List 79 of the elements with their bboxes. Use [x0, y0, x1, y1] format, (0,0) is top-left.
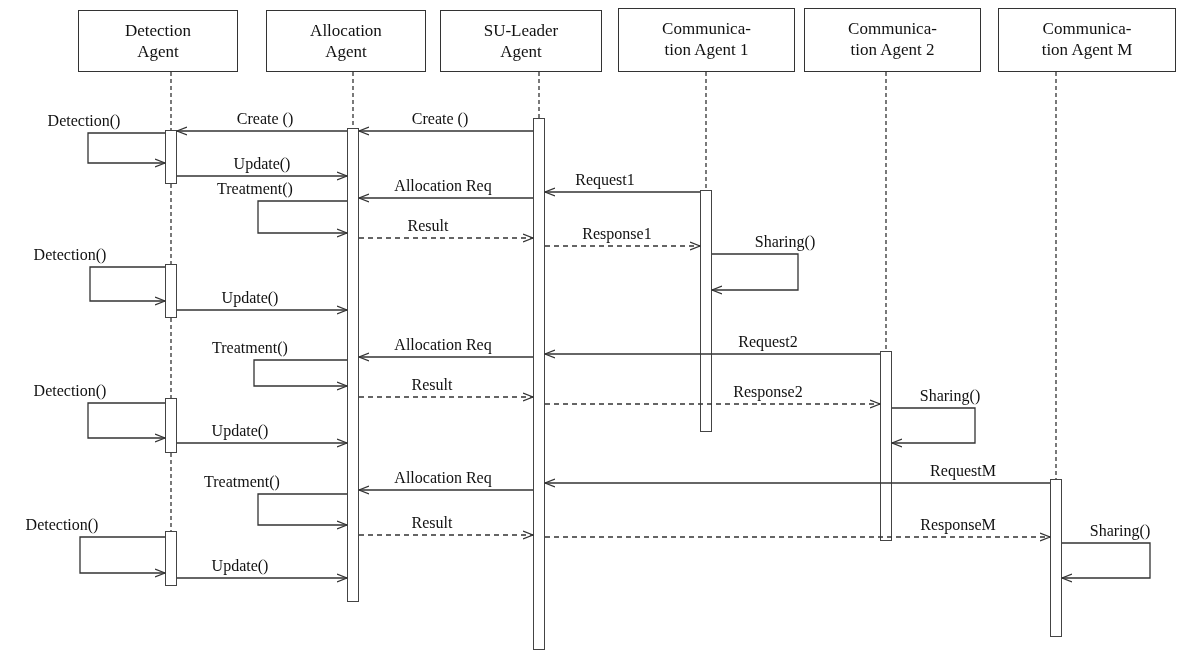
message-arrow [176, 573, 348, 583]
message-arrow [358, 233, 534, 243]
message-arrow [257, 200, 348, 238]
lifeline [1055, 71, 1057, 480]
message-arrow [544, 532, 1051, 542]
message-label: Treatment() [204, 473, 280, 491]
message-arrow [176, 126, 348, 136]
message-arrow [711, 253, 799, 295]
message-arrow [176, 305, 348, 315]
message-arrow [176, 438, 348, 448]
message-label: Allocation Req [394, 336, 492, 354]
message-label: Result [411, 514, 453, 532]
message-arrow [358, 193, 534, 203]
message-arrow [544, 241, 701, 251]
participant-box: SU-Leader Agent [440, 10, 602, 72]
message-arrow [544, 187, 701, 197]
message-label: RequestM [930, 462, 996, 480]
message-arrow [358, 352, 534, 362]
participant-box: Detection Agent [78, 10, 238, 72]
lifeline [170, 183, 172, 265]
message-arrow [544, 349, 881, 359]
message-label: Detection() [33, 246, 107, 264]
message-label: Response2 [733, 383, 803, 401]
lifeline [170, 317, 172, 399]
lifeline [705, 71, 707, 191]
message-arrow [358, 530, 534, 540]
message-label: Treatment() [212, 339, 288, 357]
message-arrow [358, 392, 534, 402]
message-arrow [358, 485, 534, 495]
activation-bar [700, 190, 712, 432]
message-label: Sharing() [754, 233, 816, 251]
message-label: Create () [236, 110, 294, 128]
participant-box: Communica- tion Agent M [998, 8, 1176, 72]
message-label: Allocation Req [394, 469, 492, 487]
message-arrow [358, 126, 534, 136]
message-arrow [544, 478, 1051, 488]
message-label: ResponseM [920, 516, 996, 534]
message-label: Result [407, 217, 449, 235]
message-arrow [253, 359, 348, 391]
activation-bar [1050, 479, 1062, 637]
message-label: Treatment() [217, 180, 293, 198]
activation-bar [880, 351, 892, 541]
message-label: Request2 [738, 333, 798, 351]
message-arrow [89, 266, 166, 306]
message-arrow [176, 171, 348, 181]
message-label: Request1 [575, 171, 635, 189]
activation-bar [533, 118, 545, 650]
message-label: Sharing() [919, 387, 981, 405]
message-label: Response1 [582, 225, 652, 243]
activation-bar [165, 531, 177, 586]
message-label: Update() [211, 422, 269, 440]
lifeline [170, 452, 172, 532]
message-arrow [257, 493, 348, 530]
activation-bar [347, 128, 359, 602]
message-arrow [1061, 542, 1151, 583]
message-arrow [87, 132, 166, 168]
lifeline [538, 71, 540, 119]
lifeline [170, 71, 172, 131]
participant-box: Allocation Agent [266, 10, 426, 72]
message-label: Sharing() [1089, 522, 1151, 540]
message-label: Detection() [33, 382, 107, 400]
message-label: Update() [221, 289, 279, 307]
lifeline [885, 71, 887, 352]
activation-bar [165, 264, 177, 318]
message-label: Detection() [25, 516, 99, 534]
message-label: Allocation Req [394, 177, 492, 195]
message-label: Update() [211, 557, 269, 575]
message-arrow [891, 407, 976, 448]
message-arrow [79, 536, 166, 578]
participant-box: Communica- tion Agent 2 [804, 8, 981, 72]
participant-box: Communica- tion Agent 1 [618, 8, 795, 72]
activation-bar [165, 130, 177, 184]
message-arrow [544, 399, 881, 409]
message-label: Result [411, 376, 453, 394]
message-label: Detection() [47, 112, 121, 130]
message-arrow [87, 402, 166, 443]
message-label: Create () [411, 110, 469, 128]
message-label: Update() [233, 155, 291, 173]
activation-bar [165, 398, 177, 453]
